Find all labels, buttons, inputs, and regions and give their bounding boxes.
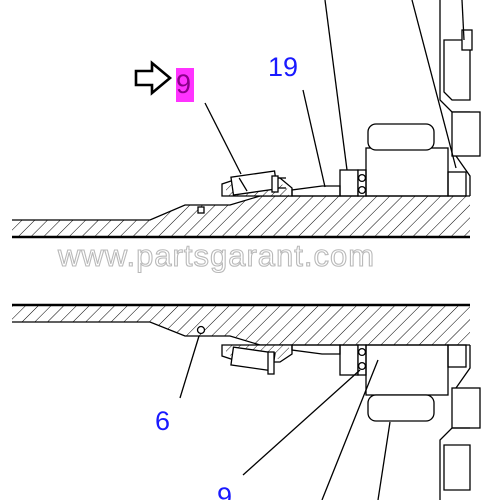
shaft-upper-wall <box>12 195 470 239</box>
leader-19 <box>302 89 326 188</box>
callout-9-bottom[interactable]: 9 <box>217 482 232 500</box>
leader-bottom-a <box>321 359 379 500</box>
upper-gear-block <box>365 123 467 197</box>
leader-6 <box>179 335 200 399</box>
upper-roller-bearing <box>221 170 293 197</box>
leader-top-a <box>324 0 348 171</box>
upper-right-housing <box>439 0 481 196</box>
callout-6[interactable]: 6 <box>155 406 170 436</box>
lower-spacer-ring <box>291 344 367 376</box>
callout-19[interactable]: 19 <box>268 52 298 82</box>
callout-9-top[interactable]: 9 <box>176 69 191 99</box>
leader-9-bottom <box>242 369 361 476</box>
leader-top-c <box>461 0 465 41</box>
lower-roller-bearing <box>221 344 293 375</box>
watermark-text: www.partsgarant.com <box>57 238 375 273</box>
leader-9-top <box>204 102 242 175</box>
callout-highlight <box>176 68 194 102</box>
leader-lines <box>179 0 465 500</box>
outline-arrow-right-icon <box>134 60 173 96</box>
shaft-lower-wall <box>12 303 470 346</box>
upper-spacer-ring <box>291 169 367 197</box>
leader-top-b <box>411 0 457 169</box>
lower-gear-block <box>365 344 467 422</box>
lower-right-housing <box>439 345 481 500</box>
leader-bottom-b <box>377 421 391 500</box>
